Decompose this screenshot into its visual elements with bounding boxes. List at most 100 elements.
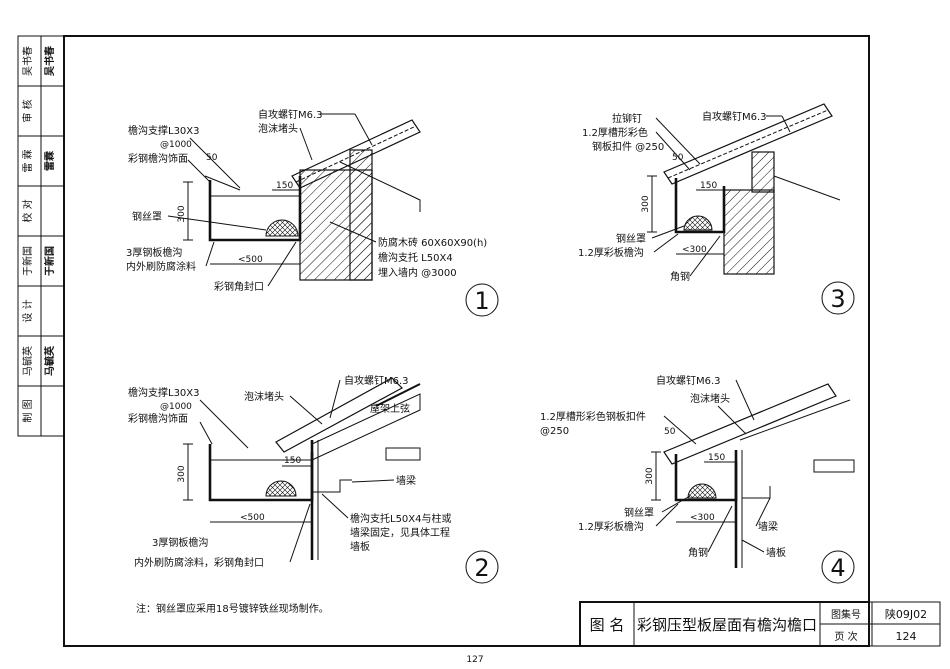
d3-gutter [674,178,726,234]
d4-dim-300b: <300 [690,513,715,523]
d4-label-foam: 泡沫堵头 [690,392,730,405]
d1-label-embed: 埋入墙内 @3000 [378,266,457,279]
d1-label-gutter-support: 檐沟支撑L30X3 [128,124,200,137]
d3-dim-300b: <300 [682,245,707,255]
d4-number-circle [821,550,855,584]
d2-dim-500: <500 [240,513,265,523]
d4-dim-150: 150 [708,453,725,463]
d2-label-board: 墙板 [350,540,370,553]
d2-label-beam: 墙梁 [396,474,416,487]
d3-label-rivet: 拉铆钉 [612,112,642,125]
d1-dim-500: <500 [238,255,263,265]
detail-2: 300 150 <500 檐沟支撑L30X3 @1000 彩钢檐沟饰面 自攻螺钉… [128,374,499,584]
d2-label-gutter-trim: 彩钢檐沟饰面 [128,412,188,425]
d4-label-board: 墙板 [766,546,786,559]
d1-label-bracket: 檐沟支托 L50X4 [378,251,453,264]
d1-dim-50: 50 [206,153,218,163]
d1-label-screw: 自攻螺钉M6.3 [258,108,323,121]
d1-label-mesh: 钢丝罩 [132,210,162,223]
page-no-value: 124 [896,630,917,643]
d1-dim-150: 150 [276,181,293,191]
d3-label-clip2: 钢板扣件 @250 [592,140,664,153]
d4-roof-panel [663,383,837,465]
d2-label-gutter2: 内外刷防腐涂料，彩钢角封口 [134,556,264,569]
d3-number-circle [821,281,855,315]
d4-label-clip1: 1.2厚槽形彩色钢板扣件 [540,410,646,423]
d1-label-wood: 防腐木砖 60X60X90(h) [378,236,487,249]
d1-roof-panel [291,119,421,189]
d4-label-mesh: 钢丝罩 [624,506,654,519]
d1-label-corner: 彩钢角封口 [214,280,264,293]
d1-label-foam: 泡沫堵头 [258,122,298,135]
sidebar-row-3-label: 雷 霖 [22,149,34,172]
sidebar-row-3-signature: 雷霖 [43,150,56,171]
d2-wall-beam [385,447,421,461]
d3-dim-150: 150 [700,181,717,191]
d2-dim-150: 150 [284,456,301,466]
d3-roof-panel [663,103,833,185]
detail-4: 300 150 <300 50 自攻螺钉M6.3 泡沫堵头 1.2厚槽形彩色钢板… [540,374,855,584]
sidebar-row-7-label: 马毓英 [21,346,34,376]
d1-gutter [208,176,302,242]
d3-wall [723,189,775,275]
d2-label-bracket2: 墙梁固定，见具体工程 [350,526,450,539]
title-name-label: 图 名 [590,616,625,634]
d4-dim-300: 300 [645,467,655,484]
d4-wall-beam [813,459,855,473]
d1-label-spacing: @1000 [160,140,192,150]
d2-label-truss: 屋架上弦 [370,402,410,415]
d2-label-spacing: @1000 [160,402,192,412]
d1-mesh-guard [265,219,299,237]
d2-number-circle [465,550,499,584]
d4-label-screw: 自攻螺钉M6.3 [656,374,721,387]
sidebar-row-6-label: 设 计 [21,299,34,322]
sidebar-row-5-label: 于新国 [21,246,34,276]
d3-label-gutter: 1.2厚彩板檐沟 [578,246,644,259]
d2-mesh-guard [265,480,297,497]
title-block: 图 名 彩钢压型板屋面有檐沟檐口 图集号 陕09J02 页 次 124 [579,601,941,647]
d3-mesh-guard [683,215,713,231]
d1-number: 1 [474,287,489,315]
sidebar-row-7-signature: 马毓英 [43,345,56,376]
d4-label-gutter: 1.2厚彩板檐沟 [578,520,644,533]
d2-dim-300: 300 [177,465,187,482]
d2-label-gutter1: 3厚钢板檐沟 [152,536,208,549]
d1-dim-300: 300 [177,205,187,222]
sidebar-row-1-label: 吴书春 [22,46,34,76]
d4-label-angle: 角钢 [688,546,708,559]
d2-label-screw: 自攻螺钉M6.3 [344,374,409,387]
d4-dim-50: 50 [664,427,676,437]
d3-dim-300: 300 [641,195,651,212]
d1-label-gutter-trim: 彩钢檐沟饰面 [128,152,188,165]
footnote: 注：钢丝罩应采用18号镀锌铁丝现场制作。 [136,602,329,615]
d2-gutter [208,444,314,502]
d2-label-gutter-support: 檐沟支撑L30X3 [128,386,200,399]
sidebar-row-2-label: 审 核 [21,99,34,122]
d1-number-circle [465,283,499,317]
d4-mesh-guard [687,483,717,499]
d1-label-gutter2: 内外刷防腐涂料 [126,260,196,273]
sign-off-strip: 吴书春 吴书春 审 核 雷 霖 雷霖 校 对 于新国 于新国 设 计 马毓英 马… [17,35,65,437]
page-no-label: 页 次 [834,630,857,643]
d1-label-gutter1: 3厚钢板檐沟 [126,246,182,259]
atlas-no-label: 图集号 [831,608,861,621]
sidebar-row-8-label: 制 图 [21,399,34,422]
atlas-no-value: 陕09J02 [885,607,927,621]
d3-label-clip1: 1.2厚槽形彩色 [582,126,648,139]
d3-dim-50: 50 [672,153,684,163]
sidebar-row-5-signature: 于新国 [43,246,56,276]
detail-3: 300 150 <300 50 拉铆钉 1.2厚槽形彩色 钢板扣件 @250 自… [578,103,855,315]
detail-1: 300 150 <500 50 檐沟支撑L30X3 @1000 彩钢檐沟饰面 自… [126,108,499,317]
d2-number: 2 [474,554,489,582]
d3-number: 3 [830,285,845,313]
drawing-title: 彩钢压型板屋面有檐沟檐口 [637,616,817,634]
d4-label-clip2: @250 [540,426,569,437]
d3-label-angle: 角钢 [670,270,690,283]
sidebar-row-4-label: 校 对 [21,199,34,222]
page-number: 127 [466,655,483,665]
d3-label-mesh: 钢丝罩 [616,232,646,245]
d2-label-foam: 泡沫堵头 [244,390,284,403]
d2-label-bracket: 檐沟支托L50X4与柱或 [350,512,452,525]
d4-number: 4 [830,554,845,582]
